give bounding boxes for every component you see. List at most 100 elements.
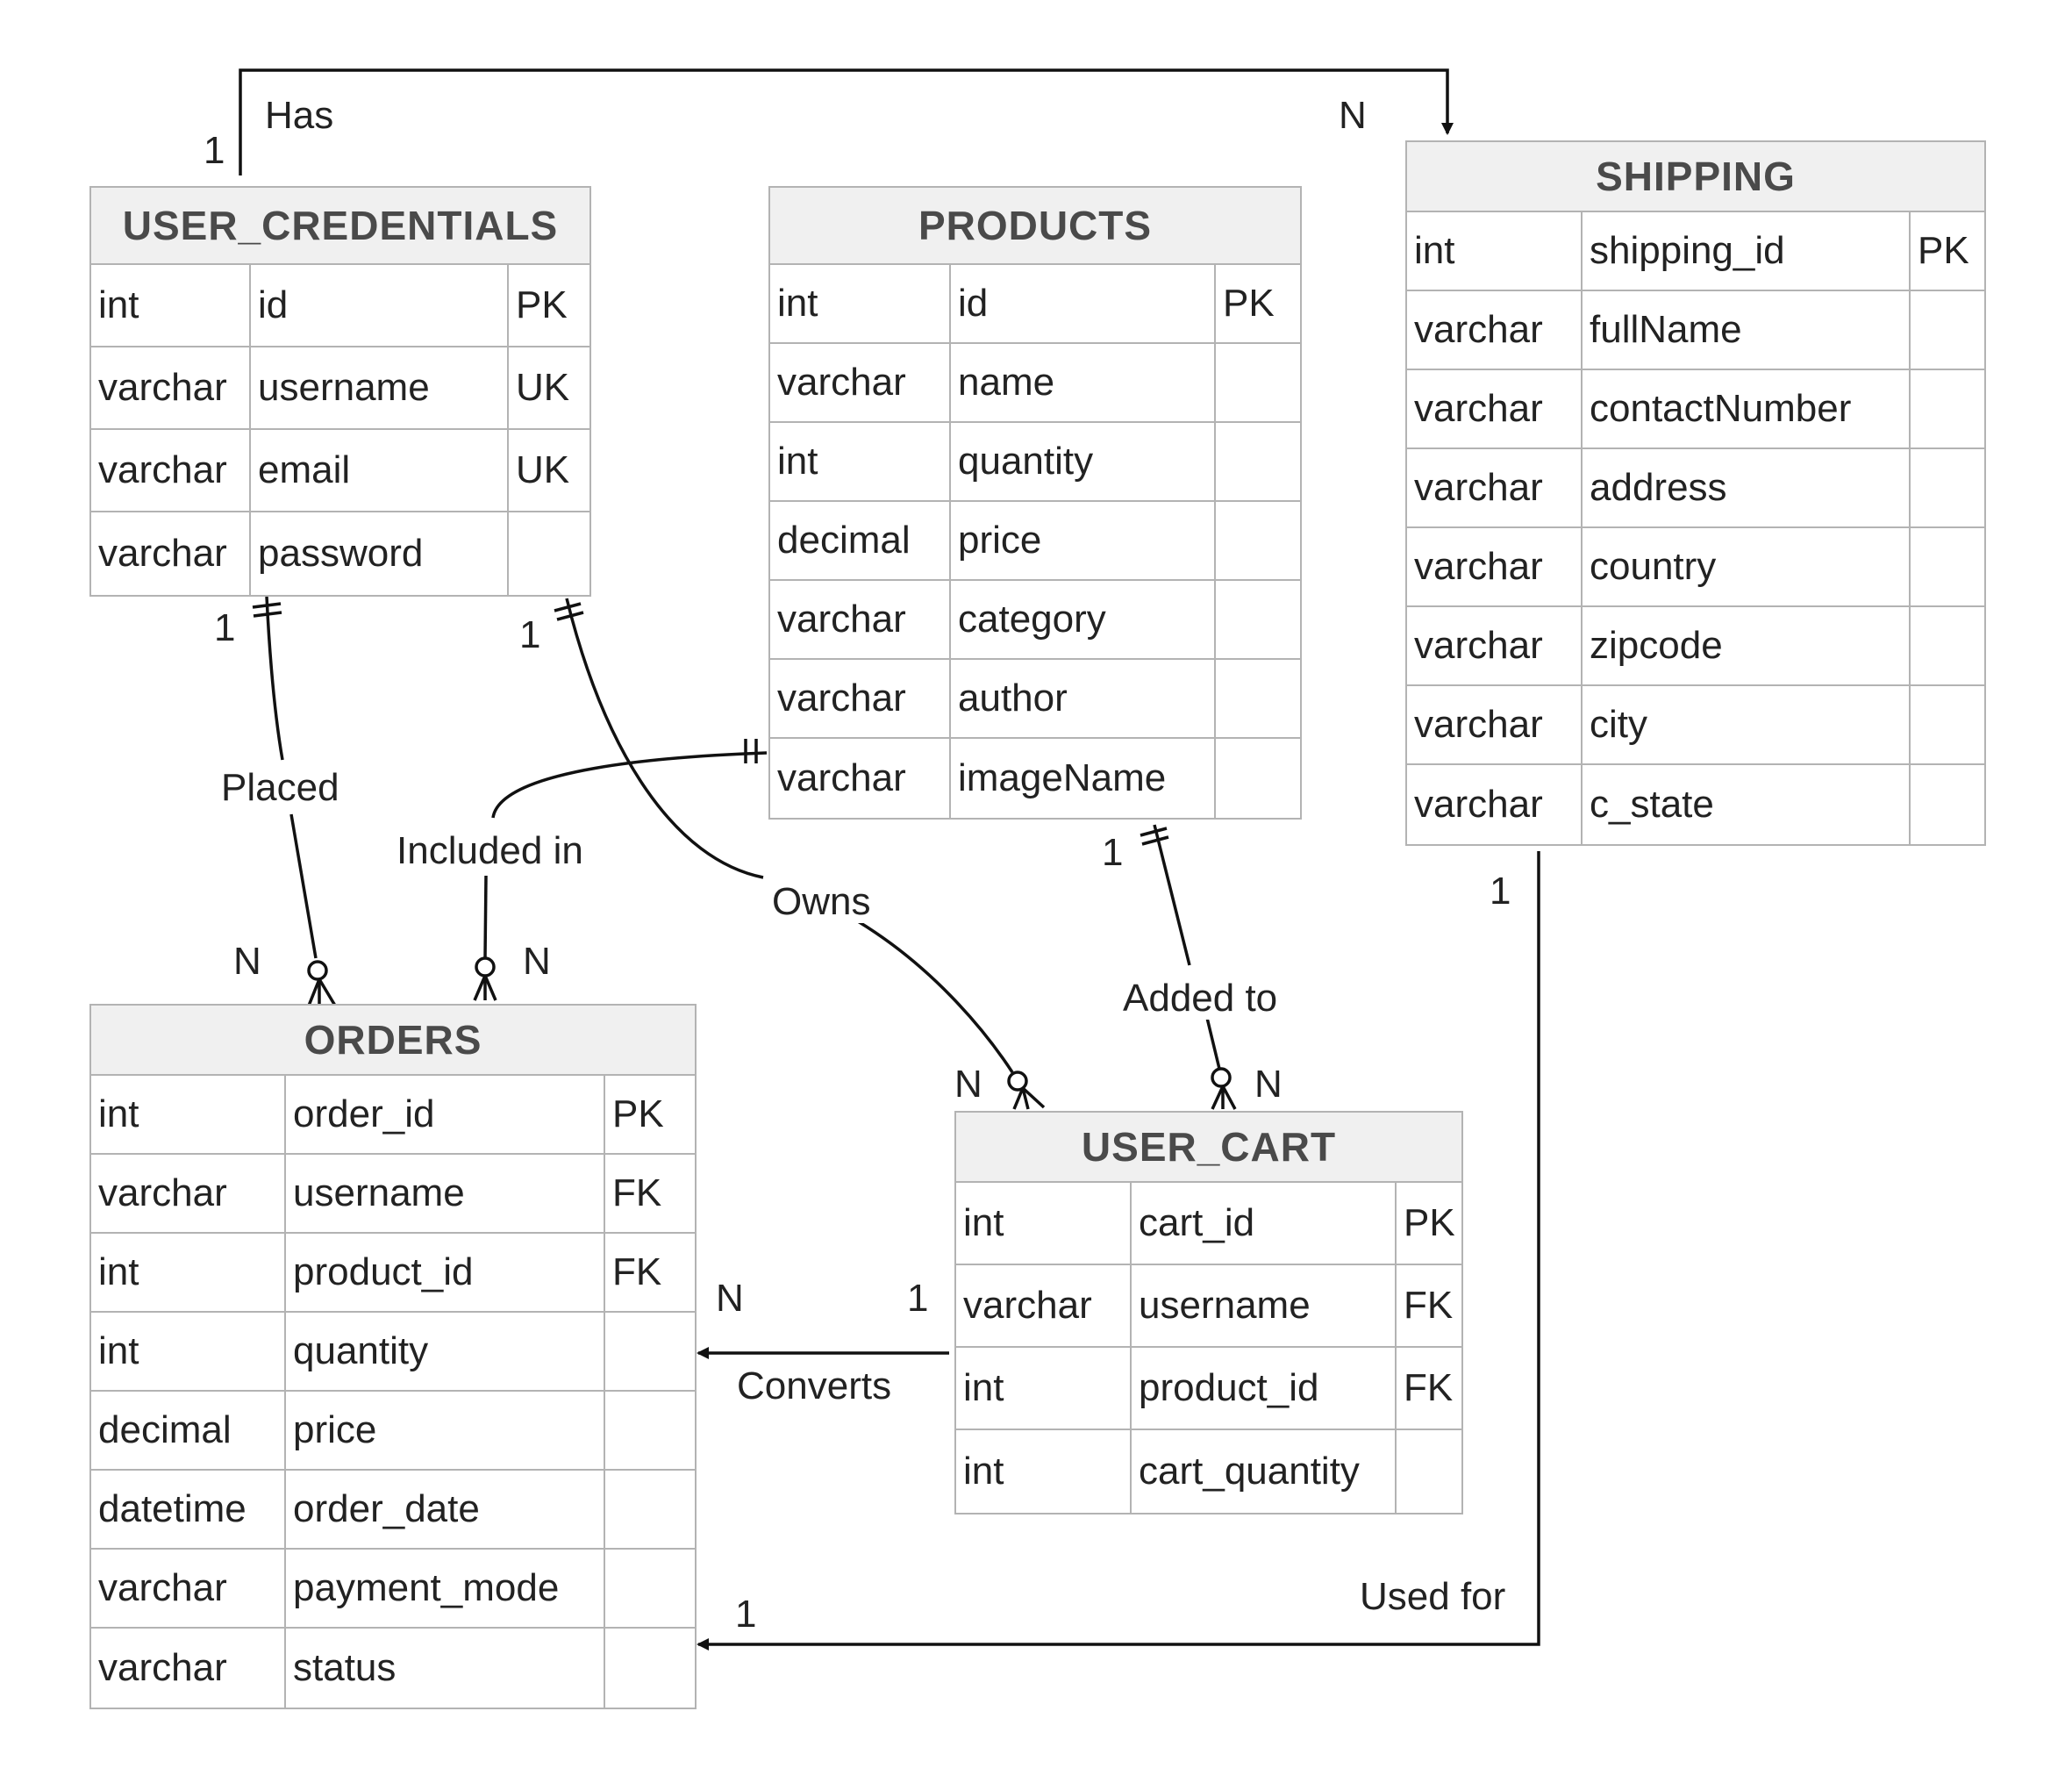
column-key: FK	[604, 1234, 695, 1311]
column-type: int	[777, 282, 818, 325]
column-type: varchar	[1414, 624, 1543, 667]
entity-row: varchar email UK	[91, 430, 589, 512]
column-key	[1909, 449, 1984, 526]
column-name: author	[949, 660, 1214, 737]
column-name: city	[1581, 686, 1909, 763]
column-name: password	[249, 512, 507, 595]
column-name: imageName	[949, 739, 1214, 818]
column-name: contactNumber	[1581, 370, 1909, 448]
entity-row: int cart_id PK	[956, 1183, 1461, 1265]
entity-shipping: SHIPPING int shipping_id PK varchar full…	[1405, 140, 1986, 846]
column-type: int	[963, 1450, 1004, 1493]
entity-row: int quantity	[91, 1313, 695, 1392]
card-converts-from: 1	[907, 1277, 929, 1320]
entity-row: varchar address	[1407, 449, 1984, 528]
column-type: varchar	[98, 532, 227, 575]
column-name: country	[1581, 528, 1909, 605]
entity-row: varchar category	[770, 581, 1300, 660]
entity-row: int quantity	[770, 423, 1300, 502]
entity-title: PRODUCTS	[770, 188, 1300, 265]
line-owns-lower	[857, 920, 1014, 1073]
entity-row: varchar country	[1407, 528, 1984, 607]
entity-row: varchar author	[770, 660, 1300, 739]
column-key	[1214, 344, 1300, 421]
column-name: address	[1581, 449, 1909, 526]
card-owns-to: N	[954, 1063, 982, 1106]
entity-row: varchar username FK	[91, 1155, 695, 1234]
label-added-to: Added to	[1119, 977, 1282, 1020]
column-key	[1909, 765, 1984, 844]
card-added-to-to: N	[1254, 1063, 1282, 1106]
line-owns	[565, 598, 764, 879]
line-added-to	[1153, 824, 1191, 966]
entity-row: varchar payment_mode	[91, 1550, 695, 1629]
column-type: varchar	[1414, 703, 1543, 746]
column-name: quantity	[284, 1313, 604, 1390]
column-type: varchar	[1414, 545, 1543, 588]
entity-orders: ORDERS int order_id PK varchar username …	[89, 1004, 697, 1709]
column-key	[1214, 423, 1300, 500]
entity-row: varchar fullName	[1407, 291, 1984, 370]
line-placed	[265, 596, 284, 761]
entity-row: varchar city	[1407, 686, 1984, 765]
entity-row: datetime order_date	[91, 1471, 695, 1550]
card-owns-from: 1	[519, 613, 541, 656]
column-name: name	[949, 344, 1214, 421]
column-name: product_id	[1130, 1348, 1395, 1429]
column-key	[1214, 660, 1300, 737]
column-type: varchar	[98, 1646, 227, 1689]
label-used-for: Used for	[1360, 1575, 1506, 1618]
entity-row: int cart_quantity	[956, 1430, 1461, 1513]
column-name: payment_mode	[284, 1550, 604, 1627]
column-name: c_state	[1581, 765, 1909, 844]
column-name: price	[284, 1392, 604, 1469]
column-key	[1909, 528, 1984, 605]
entity-row: varchar contactNumber	[1407, 370, 1984, 449]
entity-row: int shipping_id PK	[1407, 212, 1984, 291]
card-added-to-from: 1	[1102, 831, 1124, 874]
entity-row: int id PK	[91, 265, 589, 347]
line-included-in-lower	[483, 875, 488, 959]
column-name: order_date	[284, 1471, 604, 1548]
column-type: int	[98, 1092, 139, 1135]
column-type: datetime	[98, 1487, 246, 1530]
card-included-in-to: N	[523, 940, 551, 983]
column-key	[507, 512, 589, 595]
column-name: product_id	[284, 1234, 604, 1311]
line-has	[239, 68, 1454, 175]
column-type: decimal	[777, 519, 911, 562]
entity-title: ORDERS	[91, 1006, 695, 1076]
column-type: varchar	[98, 366, 227, 409]
column-key: FK	[1395, 1265, 1461, 1346]
column-key	[1214, 581, 1300, 658]
entity-row: varchar name	[770, 344, 1300, 423]
column-type: varchar	[963, 1284, 1092, 1327]
column-name: zipcode	[1581, 607, 1909, 684]
entity-row: int id PK	[770, 265, 1300, 344]
label-placed: Placed	[218, 767, 343, 809]
label-included-in: Included in	[393, 830, 587, 872]
column-name: order_id	[284, 1076, 604, 1153]
column-key	[1909, 686, 1984, 763]
column-type: varchar	[777, 677, 906, 720]
line-included-in	[491, 751, 768, 819]
column-name: username	[249, 347, 507, 428]
entity-row: varchar status	[91, 1629, 695, 1708]
card-used-for-from: 1	[1490, 870, 1511, 913]
column-type: varchar	[98, 1566, 227, 1609]
column-key	[604, 1392, 695, 1469]
column-key	[1909, 291, 1984, 369]
column-type: varchar	[777, 756, 906, 799]
column-key: PK	[604, 1076, 695, 1153]
column-type: varchar	[777, 598, 906, 641]
column-key: FK	[1395, 1348, 1461, 1429]
column-type: int	[98, 283, 139, 326]
column-type: varchar	[777, 361, 906, 404]
card-placed-from: 1	[214, 606, 236, 649]
column-name: fullName	[1581, 291, 1909, 369]
entity-row: int product_id FK	[91, 1234, 695, 1313]
entity-row: int order_id PK	[91, 1076, 695, 1155]
entity-row: varchar imageName	[770, 739, 1300, 818]
column-name: shipping_id	[1581, 212, 1909, 290]
column-name: id	[249, 265, 507, 346]
